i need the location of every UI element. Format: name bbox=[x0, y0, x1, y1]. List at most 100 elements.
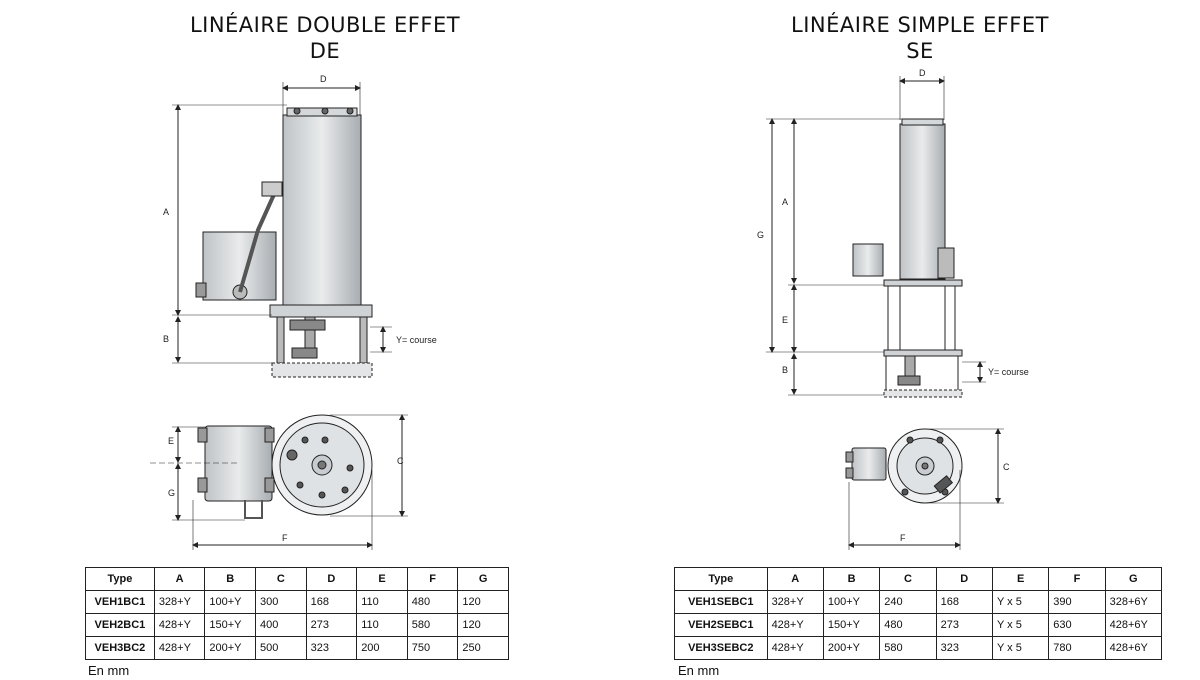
header-cell: D bbox=[935, 567, 993, 591]
table-cell: 480 bbox=[879, 613, 937, 637]
table-row: VEH3SEBC2 428+Y 200+Y 580 323 Y x 5 780 … bbox=[674, 636, 1163, 660]
header-cell: Type bbox=[85, 567, 155, 591]
type-cell: VEH1BC1 bbox=[85, 590, 155, 614]
table-cell: 428+Y bbox=[766, 613, 824, 637]
header-cell: D bbox=[305, 567, 358, 591]
table-cell: 120 bbox=[457, 590, 509, 614]
table-cell: 323 bbox=[305, 636, 358, 660]
table-cell: 428+Y bbox=[153, 636, 206, 660]
right-label-b: B bbox=[782, 365, 788, 375]
table-cell: 750 bbox=[406, 636, 459, 660]
table-cell: 100+Y bbox=[204, 590, 256, 614]
left-title-line2: DE bbox=[309, 39, 341, 63]
table-cell: 273 bbox=[935, 613, 993, 637]
left-top-view bbox=[150, 414, 408, 550]
left-spec-table: Type A B C D E F G VEH1BC1 328+Y 100+Y 3… bbox=[85, 567, 509, 660]
table-cell: 428+Y bbox=[153, 613, 206, 637]
type-cell: VEH1SEBC1 bbox=[674, 590, 768, 614]
type-cell: VEH3BC2 bbox=[85, 636, 155, 660]
table-row: VEH2BC1 428+Y 150+Y 400 273 110 580 120 bbox=[85, 613, 509, 637]
table-cell: 200+Y bbox=[822, 636, 881, 660]
right-label-d: D bbox=[919, 68, 926, 78]
table-cell: 323 bbox=[935, 636, 993, 660]
header-cell: B bbox=[204, 567, 256, 591]
header-cell: F bbox=[406, 567, 459, 591]
right-label-c: C bbox=[1003, 462, 1010, 472]
header-cell: C bbox=[879, 567, 937, 591]
table-cell: Y x 5 bbox=[991, 613, 1050, 637]
table-cell: 328+6Y bbox=[1104, 590, 1163, 614]
table-cell: 110 bbox=[356, 590, 408, 614]
left-unit-note: En mm bbox=[88, 663, 130, 678]
table-cell: 168 bbox=[305, 590, 358, 614]
table-row: VEH3BC2 428+Y 200+Y 500 323 200 750 250 bbox=[85, 636, 509, 660]
right-label-g: G bbox=[757, 230, 764, 240]
table-cell: 630 bbox=[1048, 613, 1106, 637]
header-cell: Type bbox=[674, 567, 768, 591]
left-label-f: F bbox=[282, 533, 288, 543]
left-label-c: C bbox=[397, 456, 404, 466]
table-cell: 300 bbox=[255, 590, 307, 614]
table-cell: 240 bbox=[879, 590, 937, 614]
table-cell: 120 bbox=[457, 613, 509, 637]
table-cell: Y x 5 bbox=[991, 590, 1050, 614]
table-cell: 390 bbox=[1048, 590, 1106, 614]
table-row: VEH2SEBC1 428+Y 150+Y 480 273 Y x 5 630 … bbox=[674, 613, 1163, 637]
table-cell: 150+Y bbox=[822, 613, 881, 637]
table-row: VEH1SEBC1 328+Y 100+Y 240 168 Y x 5 390 … bbox=[674, 590, 1163, 614]
table-cell: Y x 5 bbox=[991, 636, 1050, 660]
right-title-line2: SE bbox=[906, 39, 934, 63]
table-cell: 273 bbox=[305, 613, 358, 637]
table-cell: 328+Y bbox=[153, 590, 206, 614]
right-title-line1: LINÉAIRE SIMPLE EFFET bbox=[791, 13, 1049, 37]
header-cell: E bbox=[991, 567, 1050, 591]
table-cell: 780 bbox=[1048, 636, 1106, 660]
right-unit-note: En mm bbox=[678, 663, 720, 678]
table-cell: 200 bbox=[356, 636, 408, 660]
right-spec-table: Type A B C D E F G VEH1SEBC1 328+Y 100+Y… bbox=[674, 567, 1163, 660]
table-row: VEH1BC1 328+Y 100+Y 300 168 110 480 120 bbox=[85, 590, 509, 614]
right-label-a: A bbox=[782, 197, 788, 207]
header-cell: E bbox=[356, 567, 408, 591]
table-cell: 150+Y bbox=[204, 613, 256, 637]
left-label-g: G bbox=[168, 488, 175, 498]
header-cell: G bbox=[1104, 567, 1163, 591]
type-cell: VEH2SEBC1 bbox=[674, 613, 768, 637]
table-cell: 250 bbox=[457, 636, 509, 660]
table-cell: 168 bbox=[935, 590, 993, 614]
table-cell: 428+6Y bbox=[1104, 613, 1163, 637]
table-cell: 580 bbox=[879, 636, 937, 660]
right-label-f: F bbox=[900, 533, 906, 543]
left-label-a: A bbox=[163, 207, 169, 217]
header-cell: A bbox=[766, 567, 824, 591]
header-cell: A bbox=[153, 567, 206, 591]
table-cell: 480 bbox=[406, 590, 459, 614]
left-label-b: B bbox=[163, 334, 169, 344]
left-label-e: E bbox=[168, 436, 174, 446]
left-label-y: Y= course bbox=[396, 335, 437, 345]
left-title: LINÉAIRE DOUBLE EFFET DE bbox=[180, 12, 470, 64]
table-cell: 400 bbox=[255, 613, 307, 637]
header-cell: F bbox=[1048, 567, 1106, 591]
type-cell: VEH3SEBC2 bbox=[674, 636, 768, 660]
table-cell: 110 bbox=[356, 613, 408, 637]
table-cell: 100+Y bbox=[822, 590, 881, 614]
table-cell: 580 bbox=[406, 613, 459, 637]
header-cell: C bbox=[255, 567, 307, 591]
table-cell: 328+Y bbox=[766, 590, 824, 614]
table-cell: 428+6Y bbox=[1104, 636, 1163, 660]
left-side-view bbox=[172, 82, 392, 378]
header-cell: B bbox=[822, 567, 881, 591]
header-cell: G bbox=[457, 567, 509, 591]
right-label-y: Y= course bbox=[988, 367, 1029, 377]
right-top-view bbox=[845, 428, 1004, 550]
table-header-row: Type A B C D E F G bbox=[674, 567, 1163, 591]
technical-drawings: D A B Y= course E G C F D G A E B Y= cou… bbox=[150, 68, 1029, 550]
left-title-line1: LINÉAIRE DOUBLE EFFET bbox=[189, 13, 461, 37]
left-label-d: D bbox=[320, 74, 327, 84]
right-title: LINÉAIRE SIMPLE EFFET SE bbox=[775, 12, 1065, 64]
table-cell: 200+Y bbox=[204, 636, 256, 660]
table-cell: 428+Y bbox=[766, 636, 824, 660]
right-label-e: E bbox=[782, 315, 788, 325]
table-cell: 500 bbox=[255, 636, 307, 660]
